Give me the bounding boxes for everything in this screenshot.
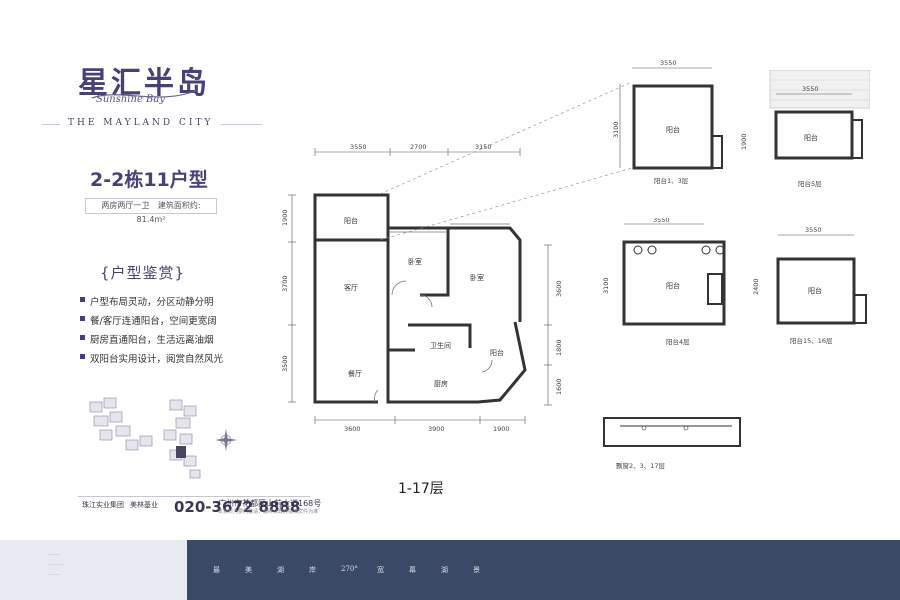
room-label: 卧室: [408, 257, 422, 266]
dim-right: 1600: [555, 378, 563, 395]
unit-layout: 两房两厅一卫: [101, 201, 150, 210]
band-text: 一一一一: [48, 562, 64, 567]
room-label: 厨房: [434, 379, 448, 388]
variant-caption: 飘窗2、3、17层: [616, 461, 666, 470]
dim-width: 3550: [802, 85, 819, 93]
balcony-variant: 3550 2400 阳台 阳台15、16层: [752, 226, 867, 345]
slogan-char: 美: [245, 566, 252, 574]
compass-icon: [215, 429, 237, 451]
floor-plan: 3550 2700 3150 3600 3900 1900 1900 3700 …: [281, 143, 563, 433]
slogan-char: 最: [213, 566, 220, 574]
slogan-char: 宽: [377, 566, 384, 574]
dim-left: 3500: [281, 355, 289, 372]
room-label: 餐厅: [348, 369, 362, 378]
logo-swoosh-icon: [91, 89, 199, 99]
phone-number: 020-3672 8888: [174, 498, 301, 516]
slogan-char: 270°: [341, 565, 358, 573]
balcony-variant: 3550 1900 阳台 阳台5层: [740, 70, 870, 188]
unit-title: 2-2栋11户型: [90, 169, 208, 191]
dim-left: 3700: [281, 275, 289, 292]
slogan-char: 湖: [441, 566, 448, 574]
balcony-variant: 3550 3100 阳台 阳台4层: [602, 218, 726, 346]
projection-lines: [380, 81, 633, 240]
slogan-char: 幕: [409, 566, 416, 574]
band-text: 一一一: [48, 552, 60, 557]
current-building-marker: [176, 446, 186, 458]
room-label: 阳台: [490, 348, 504, 357]
slogan-char: 岸: [309, 566, 316, 574]
dim-height: 2400: [752, 278, 760, 295]
address: 广州市花都区山前大道168号: [218, 499, 322, 508]
dim-bottom: 1900: [493, 425, 510, 433]
room-label: 阳台: [808, 286, 822, 295]
unit-area: 建筑面积约: 81.4m²: [136, 201, 201, 224]
dim-top: 3150: [475, 143, 492, 151]
divider: [78, 496, 310, 497]
dim-height: 3100: [602, 277, 610, 294]
site-key-map: [89, 397, 201, 479]
developer-logo: 珠江实业集团: [82, 501, 124, 509]
slogan-char: 湖: [277, 566, 284, 574]
room-label: 卧室: [470, 273, 484, 282]
room-label: 阳台: [804, 133, 818, 142]
room-label: 客厅: [344, 283, 358, 292]
dim-right: 3600: [555, 280, 563, 297]
room-label: 卫生间: [430, 341, 451, 350]
feature-item: 双阳台实用设计，阅赏自然风光: [80, 351, 223, 365]
feature-item: 餐/客厅连通阳台，空间更宽阔: [80, 313, 223, 327]
variant-caption: 阳台15、16层: [790, 336, 833, 345]
dim-top: 2700: [410, 143, 427, 151]
bay-window-variant: 飘窗2、3、17层: [603, 417, 741, 470]
variant-caption: 阳台1、3层: [654, 176, 689, 185]
dim-width: 3550: [653, 218, 670, 224]
balcony-variant: 3550 3100 阳台 阳台1、3层: [612, 59, 723, 185]
room-label: 阳台: [666, 281, 680, 290]
variant-caption: 阳台4层: [666, 337, 690, 346]
feature-list: 户型布局灵动，分区动静分明 餐/客厅连通阳台，空间更宽阔 厨房直通阳台，生活远离…: [80, 294, 223, 370]
appreciation-title: {户型鉴赏}: [100, 264, 186, 282]
agency-logo: 美林基业: [130, 501, 158, 509]
dim-bottom: 3600: [344, 425, 361, 433]
brand-logo-cn: 星汇半岛: [78, 66, 210, 101]
dim-top: 3550: [350, 143, 367, 151]
dim-bottom: 3900: [428, 425, 445, 433]
dim-width: 3550: [660, 59, 677, 67]
dim-height: 3100: [612, 121, 620, 138]
brand-logo-en: Sunshine Bay: [96, 94, 165, 105]
dim-left: 1900: [281, 209, 289, 226]
variant-caption: 阳台5层: [798, 179, 822, 188]
room-label: 阳台: [666, 125, 680, 134]
slogan-char: 景: [473, 566, 480, 574]
address-note: 本资料为要约邀请，最终以政府批准文件为准: [218, 509, 319, 515]
footer-band-right: 最 美 湖 岸 270° 宽 幕 湖 景: [187, 540, 900, 600]
room-label: 阳台: [344, 216, 358, 225]
feature-item: 户型布局灵动，分区动静分明: [80, 294, 223, 308]
dim-width: 3550: [805, 226, 822, 234]
feature-item: 厨房直通阳台，生活远离油烟: [80, 332, 223, 346]
floor-label: 1-17层: [398, 481, 444, 497]
dim-height: 1900: [740, 133, 748, 150]
city-tagline: THE MAYLAND CITY: [60, 118, 222, 128]
unit-info-box: 两房两厅一卫 建筑面积约: 81.4m²: [85, 198, 217, 224]
band-text: 一一一: [48, 572, 60, 577]
footer-band-left: [0, 540, 187, 600]
dim-right: 1800: [555, 339, 563, 356]
